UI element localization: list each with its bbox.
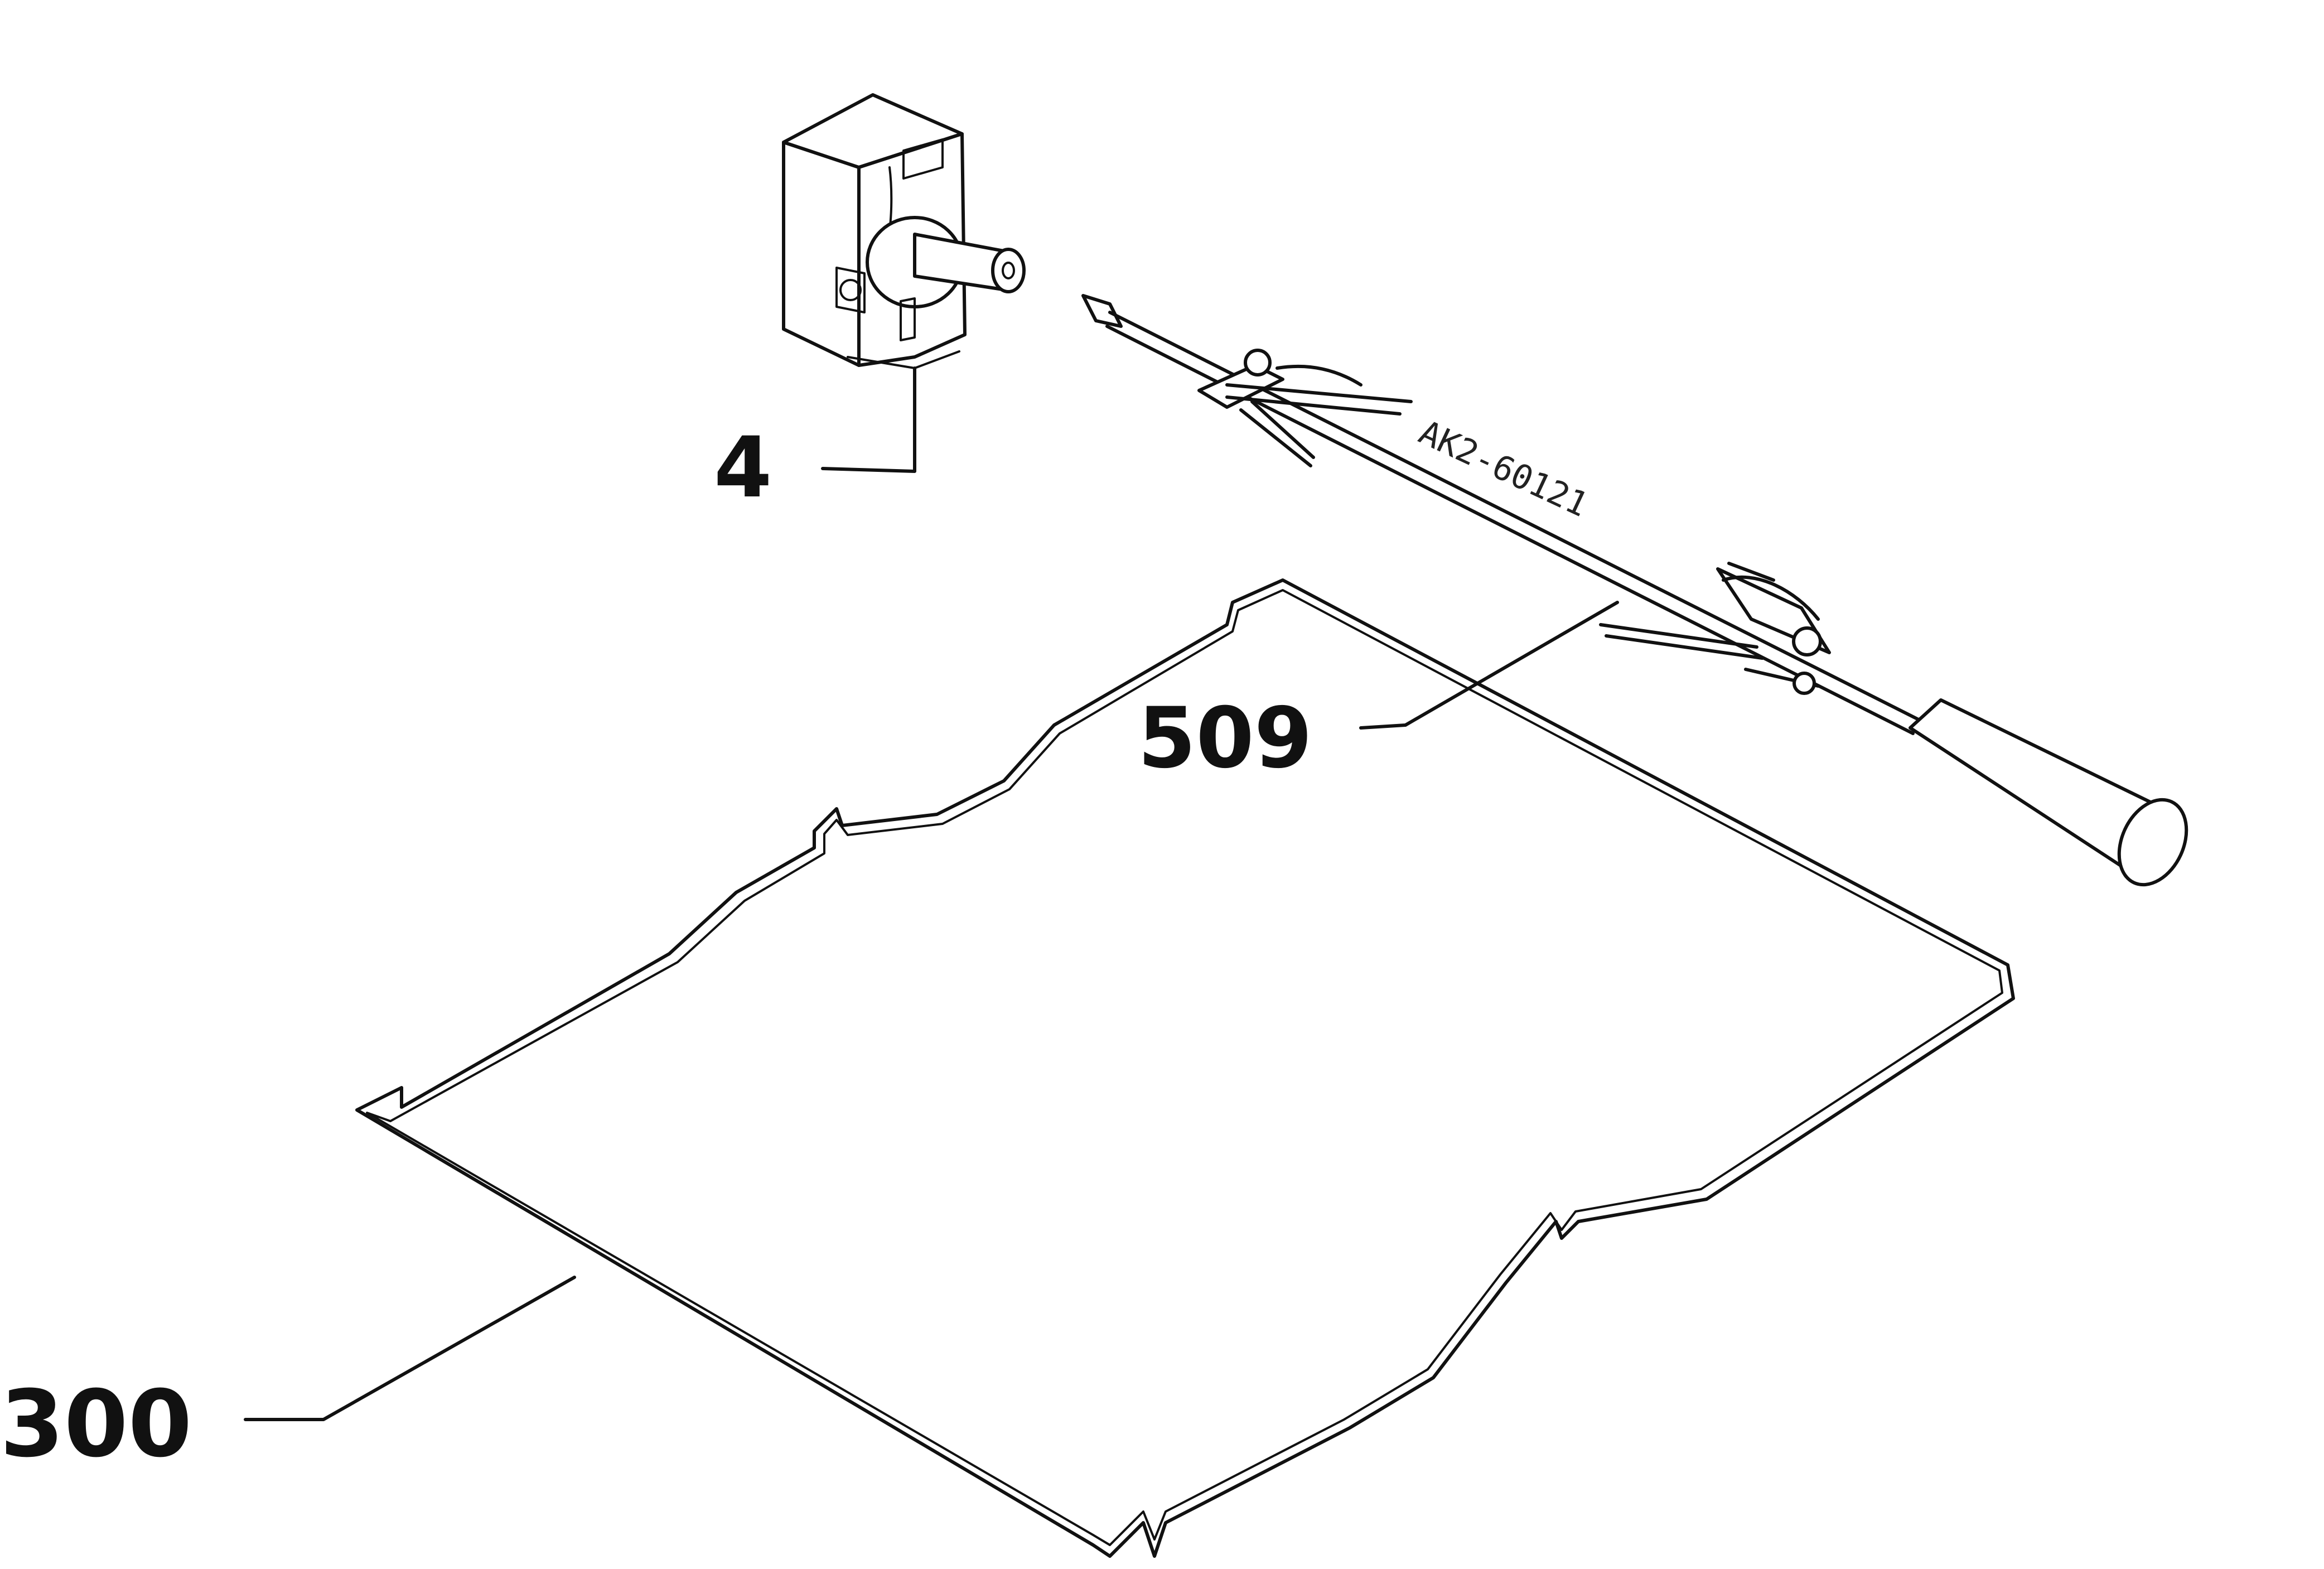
callout-label-509: 509 [1138,690,1312,787]
callout-label-300: 300 [0,1370,192,1478]
spit-stamped-code: AK2-60121 [1413,413,1594,525]
callout-509: 509 [1138,601,1619,787]
rear-fork [1599,562,1831,695]
callout-4: 4 [714,366,916,516]
callout-label-4: 4 [714,419,772,516]
wire-rack [355,578,2015,1558]
front-fork [1197,349,1413,467]
callout-300: 300 [0,1276,576,1478]
spit-handle [1909,698,2188,887]
rotisserie-motor [782,93,1026,369]
